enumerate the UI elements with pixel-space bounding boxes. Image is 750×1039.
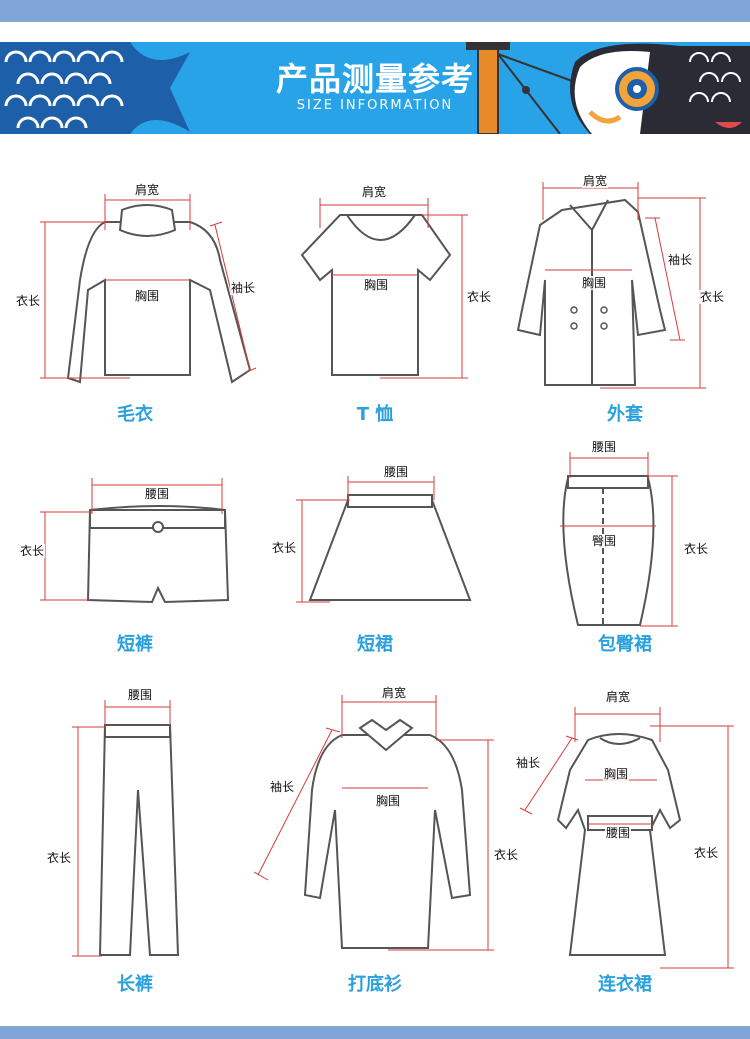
label-waist: 腰围: [143, 487, 171, 501]
label-shoulder: 肩宽: [604, 690, 632, 704]
label-length: 衣长: [45, 851, 73, 865]
caption: 短裙: [357, 634, 393, 655]
label-shoulder: 肩宽: [133, 183, 161, 197]
caption: 长裤: [117, 974, 153, 995]
base-shirt-drawing: [253, 695, 494, 951]
label-waist: 腰围: [604, 826, 632, 840]
caption: 外套: [607, 404, 643, 425]
caption: T 恤: [356, 404, 394, 425]
caption: 毛衣: [117, 404, 153, 425]
page-subtitle: SIZE INFORMATION: [296, 98, 454, 113]
label-length: 衣长: [682, 542, 710, 556]
label-waist: 腰围: [126, 688, 154, 702]
label-length: 衣长: [270, 541, 298, 555]
label-shoulder: 肩宽: [360, 185, 388, 199]
shorts-drawing: [40, 478, 230, 604]
garment-base-shirt: 肩宽 袖长 胸围 衣长 打底衫: [250, 680, 520, 995]
top-strip: [0, 0, 750, 22]
label-chest: 胸围: [362, 278, 390, 292]
skirt-drawing: [296, 476, 472, 603]
garment-trousers: 腰围 衣长 长裤: [10, 680, 260, 995]
label-sleeve: 袖长: [268, 780, 296, 794]
garment-shorts: 腰围 衣长 短裤: [10, 440, 260, 670]
label-sleeve: 袖长: [666, 253, 694, 267]
garment-skirt: 腰围 衣长 短裙: [250, 440, 500, 670]
garment-coat: 肩宽 胸围 袖长 衣长 外套: [500, 170, 750, 425]
label-hip: 臀围: [590, 534, 618, 548]
caption: 包臀裙: [598, 634, 652, 655]
garment-tshirt: 肩宽 胸围 衣长 T 恤: [250, 170, 500, 425]
label-waist: 腰围: [590, 440, 618, 454]
label-chest: 胸围: [602, 767, 630, 781]
label-length: 衣长: [692, 846, 720, 860]
label-length: 衣长: [18, 544, 46, 558]
garment-dress: 肩宽 袖长 胸围 腰围 衣长 连衣裙: [500, 680, 750, 995]
dress-drawing: [519, 707, 734, 969]
caption: 打底衫: [348, 974, 402, 995]
label-shoulder: 肩宽: [581, 174, 609, 188]
tshirt-drawing: [300, 198, 468, 379]
label-chest: 胸围: [374, 794, 402, 808]
label-length: 衣长: [698, 290, 726, 304]
header-banner: 产品测量参考 SIZE INFORMATION: [0, 42, 750, 134]
label-length: 衣长: [492, 848, 520, 862]
trousers-drawing: [72, 700, 180, 957]
koi-head-right-decoration: [570, 43, 750, 134]
garment-sweater: 肩宽 胸围 衣长 袖长 毛衣: [10, 170, 260, 425]
label-sleeve: 袖长: [514, 756, 542, 770]
label-chest: 胸围: [580, 276, 608, 290]
coat-drawing: [516, 182, 706, 389]
label-length: 衣长: [14, 294, 42, 308]
page-title: 产品测量参考: [275, 60, 474, 98]
caption: 连衣裙: [598, 974, 652, 995]
pencil-skirt-drawing: [560, 452, 678, 627]
label-length: 衣长: [465, 290, 493, 304]
garment-pencil-skirt: 腰围 臀围 衣长 包臀裙: [500, 440, 750, 670]
label-sleeve: 袖长: [229, 281, 257, 295]
sweater-drawing: [40, 194, 257, 384]
pole-decoration: [466, 42, 576, 134]
fish-scales-left-decoration: [0, 42, 190, 134]
label-waist: 腰围: [382, 465, 410, 479]
label-shoulder: 肩宽: [380, 686, 408, 700]
caption: 短裤: [117, 634, 153, 655]
label-chest: 胸围: [133, 289, 161, 303]
bottom-strip: [0, 1026, 750, 1039]
